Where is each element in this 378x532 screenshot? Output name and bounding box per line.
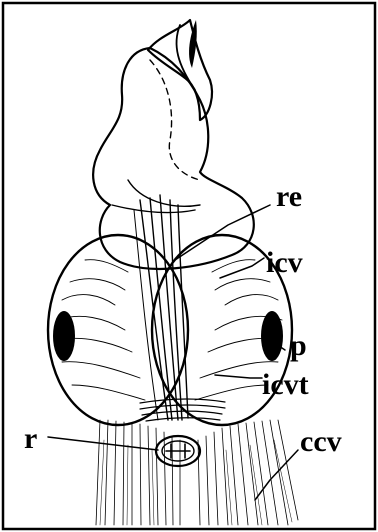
label-re: re (276, 180, 302, 213)
re-band (134, 195, 188, 420)
left-patch (53, 311, 75, 361)
ring-structure (156, 436, 200, 466)
label-r: r (24, 422, 37, 455)
right-patch (261, 311, 283, 361)
r-leader (48, 437, 158, 450)
label-icvt: icvt (262, 368, 309, 401)
icv-leader (220, 258, 264, 278)
re-leader (175, 205, 270, 260)
label-p: p (290, 329, 307, 362)
label-ccv: ccv (300, 425, 342, 458)
icvt-leader (215, 375, 262, 378)
ccv-fibers (96, 420, 298, 525)
label-icv: icv (266, 246, 303, 279)
